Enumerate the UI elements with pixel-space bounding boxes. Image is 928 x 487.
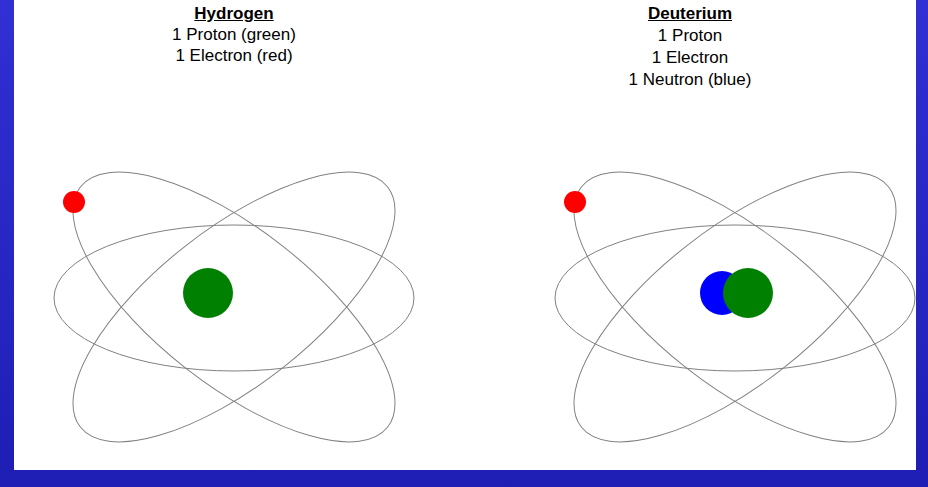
particle-count: 1 Electron	[652, 48, 729, 68]
orbit	[54, 225, 414, 371]
hydrogen-atom	[54, 225, 414, 371]
orbit	[533, 125, 928, 487]
orbit-group	[32, 125, 435, 487]
particle-count: 1 Neutron (blue)	[629, 70, 752, 90]
proton	[183, 268, 233, 318]
particle-count: 1 Electron (red)	[175, 46, 292, 66]
proton	[723, 268, 773, 318]
white-panel	[14, 0, 916, 470]
orbit	[555, 225, 915, 371]
orbit	[32, 125, 435, 487]
orbit-group	[533, 125, 928, 487]
orbit-group	[533, 125, 928, 487]
particle-count: 1 Proton (green)	[172, 25, 296, 45]
orbit	[32, 125, 435, 487]
atom-heading: Hydrogen	[194, 4, 273, 24]
electron	[564, 191, 586, 213]
deuterium-atom	[555, 225, 915, 371]
orbit-group	[32, 125, 435, 487]
atom-heading: Deuterium	[648, 4, 732, 24]
electron	[63, 191, 85, 213]
particle-count: 1 Proton	[658, 26, 722, 46]
orbit	[533, 125, 928, 487]
